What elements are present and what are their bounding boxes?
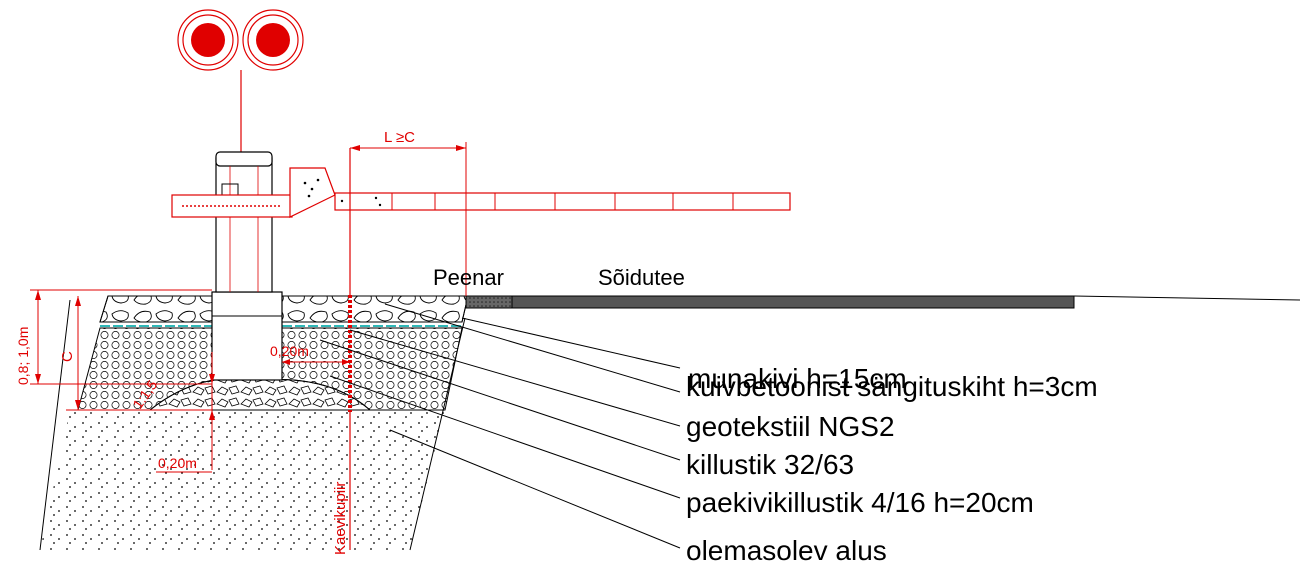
dimension-depth: 0,8; 1,0m C bbox=[15, 289, 212, 411]
layer-bedding-text: kuivbetoonist sängituskiht h=3cm bbox=[686, 371, 1098, 402]
layer-legend: munakivi h=15cm kuivbetoonist sängituski… bbox=[688, 363, 907, 394]
cobblestone-layer bbox=[99, 295, 469, 323]
signal-light-right bbox=[242, 9, 304, 71]
dimension-length: L ≥C bbox=[350, 129, 467, 296]
existing-base-soil bbox=[39, 299, 466, 551]
layer-limestone-gravel-text: paekivikillustik 4/16 h=20cm bbox=[686, 487, 1034, 518]
dimension-side-offset-label: 0,20m bbox=[270, 343, 309, 359]
excavation-line-label: Kaevikupiir bbox=[332, 482, 349, 555]
layer-existing-base-text: olemasolev alus bbox=[686, 535, 887, 566]
dimension-depth-range-label: 0,8; 1,0m bbox=[15, 327, 31, 385]
layer-crushed-stone-text: killustik 32/63 bbox=[686, 449, 855, 480]
signal-light-left bbox=[177, 9, 239, 71]
dimension-side-offset: 0,20m bbox=[270, 343, 350, 365]
dimension-length-label: L ≥C bbox=[384, 129, 415, 146]
barrier-housing bbox=[171, 167, 336, 218]
leader-lines bbox=[319, 303, 681, 549]
layer-label-cobblestone: munakivi h=15cm bbox=[688, 363, 907, 394]
dimension-base-offset: 0,20m bbox=[156, 352, 215, 473]
roadway-label: Sõidutee bbox=[598, 265, 685, 290]
excavation-boundary-line: Kaevikupiir bbox=[332, 148, 352, 555]
layer-geotextile-text: geotekstiil NGS2 bbox=[686, 411, 895, 442]
dimension-base-offset-label: 0,20m bbox=[158, 455, 197, 471]
barrier-arm bbox=[334, 192, 791, 211]
shoulder-label: Peenar bbox=[433, 265, 504, 290]
barrier-post bbox=[215, 70, 273, 293]
dimension-depth-label: C bbox=[59, 351, 76, 362]
barrier-foundation bbox=[211, 291, 283, 381]
road-surface bbox=[465, 295, 1301, 309]
